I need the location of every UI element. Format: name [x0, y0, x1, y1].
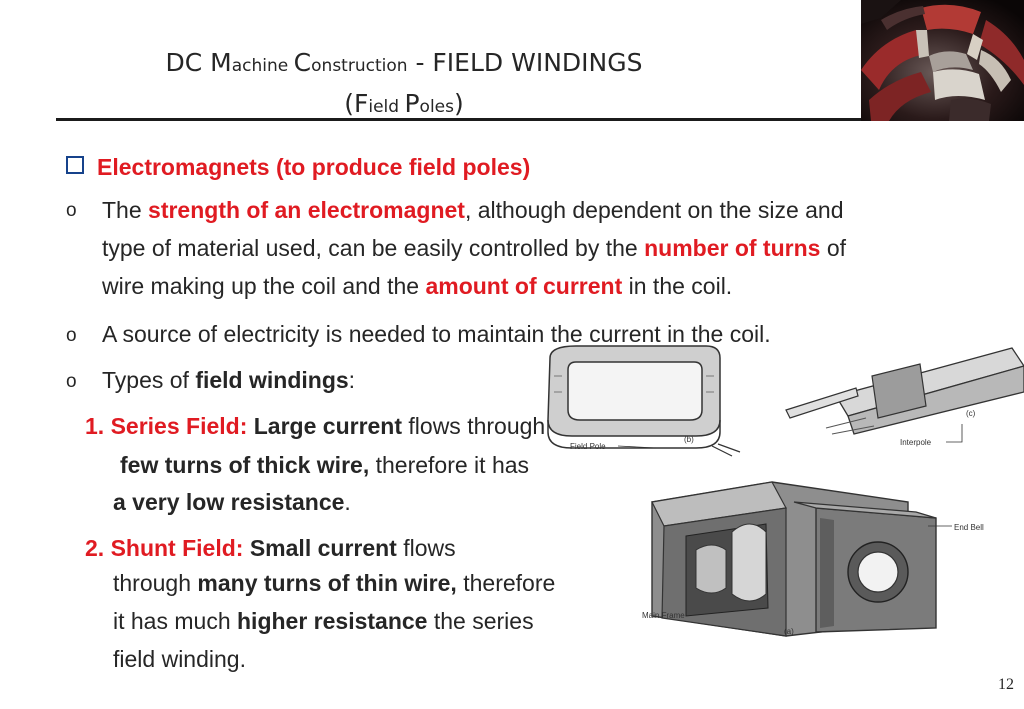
figure-label-a: (a): [784, 627, 794, 636]
figure-label-b: (b): [684, 435, 694, 444]
slide-title-line-2: (Field Poles): [344, 89, 464, 118]
dc-machine-parts-figure: (b) Field Pole (c) Interpole End Bell Ma…: [547, 345, 1024, 637]
series-field-line-1: 1. Series Field: Large current flows thr…: [85, 413, 546, 439]
dc-machine-photo: [861, 0, 1024, 121]
title-rule: [56, 118, 862, 121]
figure-label-main-frame: Main Frame: [642, 611, 685, 620]
shunt-field-line-1: 2. Shunt Field: Small current flows: [85, 535, 456, 561]
bullet-marker: o: [66, 325, 77, 346]
figure-label-interpole: Interpole: [900, 438, 932, 447]
section-heading: Electromagnets (to produce field poles): [66, 152, 530, 182]
bullet-electricity-source: A source of electricity is needed to mai…: [102, 321, 771, 347]
figure-label-field-pole: Field Pole: [570, 442, 606, 451]
shunt-field-line-3: it has much higher resistance the series: [113, 608, 534, 634]
figure-label-end-bell: End Bell: [954, 523, 984, 532]
shunt-field-line-4: field winding.: [113, 646, 246, 672]
slide-title: DC Machine Construction - FIELD WINDINGS…: [56, 44, 752, 126]
slide-title-line-1: DC Machine Construction - FIELD WINDINGS: [165, 48, 643, 77]
shunt-field-line-2: through many turns of thin wire, therefo…: [113, 570, 556, 596]
field-pole-coil-drawing: [547, 345, 741, 457]
field-pole-leader-line: [617, 445, 657, 449]
bullet-marker: o: [66, 200, 77, 221]
interpole-drawing: [785, 347, 1024, 435]
interpole-leader-line: [946, 424, 963, 443]
end-bell-drawing: [793, 501, 937, 633]
series-field-line-2: few turns of thick wire, therefore it ha…: [120, 452, 530, 478]
checkbox-bullet-icon: [66, 156, 84, 174]
page-number: 12: [998, 676, 1014, 693]
series-field-line-3: a very low resistance.: [113, 489, 351, 515]
bullet-electromagnet-strength: The strength of an electromagnet, althou…: [102, 197, 847, 299]
figure-label-c: (c): [966, 409, 976, 418]
bullet-types-of-windings: Types of field windings:: [102, 367, 356, 393]
bullet-marker: o: [66, 371, 77, 392]
